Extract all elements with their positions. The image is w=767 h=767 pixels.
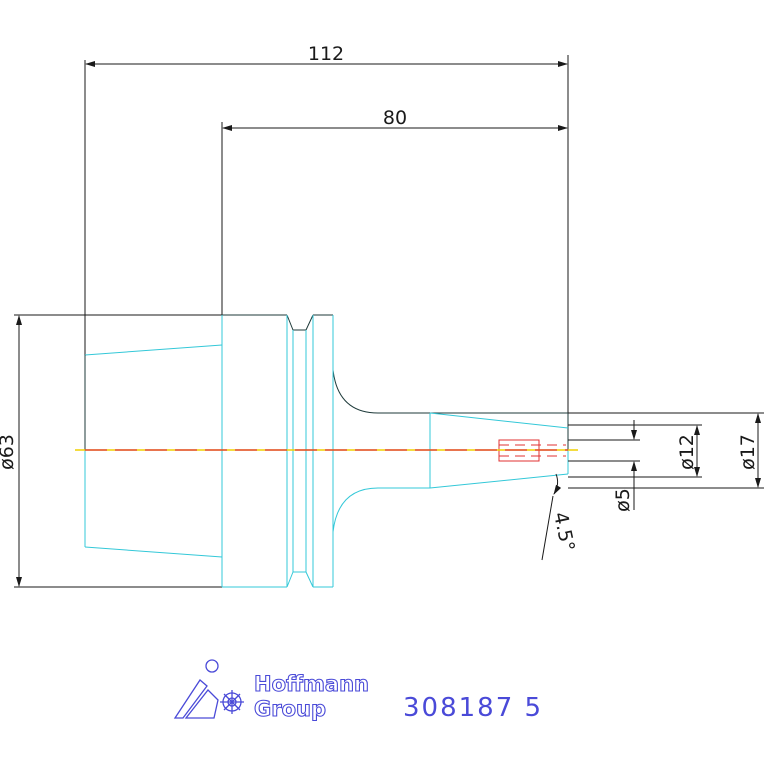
part-outline-upper <box>84 314 569 450</box>
brand-name-line2: Group <box>254 697 326 721</box>
dimension-taper-length <box>221 122 568 318</box>
dimension-flange-diameter <box>14 314 222 588</box>
dimension-overall-length-label: 112 <box>308 43 344 65</box>
part-outline-cyan <box>84 315 569 588</box>
part-number: 308187 5 <box>403 693 543 723</box>
hoffmann-group-logo-icon <box>173 659 244 719</box>
brand-name-line1: Hoffmann <box>254 672 369 696</box>
dimension-shank-diameter-small-label: ø12 <box>676 434 698 470</box>
dimension-flange-diameter-label: ø63 <box>0 434 18 470</box>
dimension-extension-lines <box>568 412 764 489</box>
dimension-taper-angle-label: 4.5° <box>549 510 579 553</box>
dimension-taper-angle <box>541 473 562 561</box>
dimension-overall-length <box>84 55 569 450</box>
dimension-shank-diameter-large-label: ø17 <box>737 434 759 470</box>
dimension-bore-diameter-label: ø5 <box>612 488 634 512</box>
dimension-taper-length-label: 80 <box>383 107 407 129</box>
